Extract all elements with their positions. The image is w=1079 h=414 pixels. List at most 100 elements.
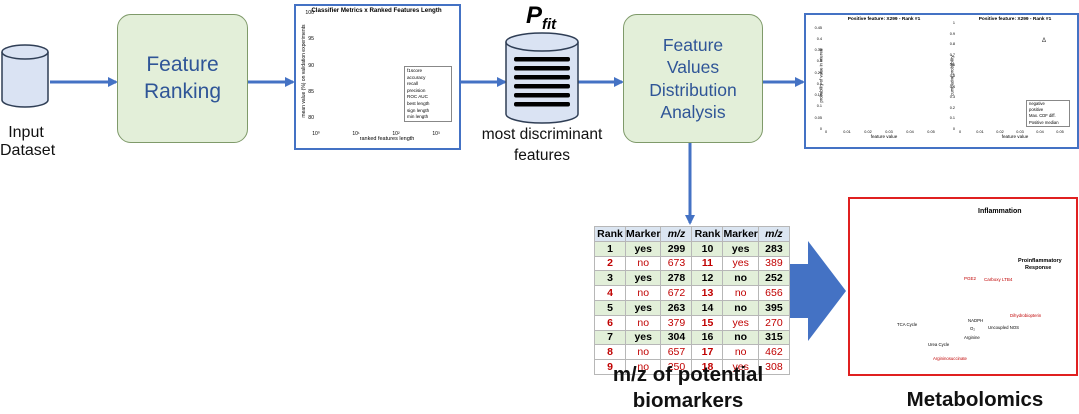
big-arrow-to-metabolomics — [786, 241, 846, 341]
input-dataset-label: Input Dataset — [0, 124, 56, 161]
cdf-chart-xlabel: feature value — [1001, 134, 1029, 139]
x-tick-label: 10⁰ — [312, 131, 320, 137]
cdf-y-tick-label: 0.1 — [949, 116, 955, 121]
table-cell: no — [722, 270, 759, 287]
cdf-annotation: Δ — [1042, 38, 1047, 44]
table-cell: 6 — [594, 314, 626, 331]
table-cell: 12 — [691, 270, 724, 287]
cdf-y-tick-label: 0 — [952, 127, 955, 131]
pfit-caption-line1: most discriminant — [481, 126, 603, 143]
label-arginine: Arginine — [964, 335, 980, 340]
cdf-chart-title: Positive feature: X299 - Rank #1 — [978, 17, 1052, 22]
table-cell: yes — [624, 329, 662, 346]
legend-f1score: f1score — [407, 68, 423, 73]
cdf-x-tick-label: 0.03 — [1016, 130, 1024, 134]
header-mz-1: m/z — [660, 226, 693, 242]
hist-y-tick-label: 0.05 — [814, 115, 822, 120]
hist-y-tick-label: 0.45 — [814, 25, 822, 30]
cdf-chart-legend: negative positive Max. CDF diff. Positiv… — [1026, 100, 1070, 127]
table-cell: 283 — [757, 240, 790, 257]
header-mz-2: m/z — [757, 226, 790, 242]
label-argininosuccinate: Argininosuccinate — [933, 356, 967, 361]
label-nos: Uncoupled NOS — [988, 325, 1020, 330]
legend-min-length: min length — [407, 114, 429, 120]
table-cell: 3 — [594, 270, 626, 287]
cdf-y-tick-label: 1 — [952, 21, 955, 25]
pfit-label: Pfit — [526, 2, 556, 33]
table-cell: yes — [624, 270, 662, 287]
table-cell: yes — [722, 240, 759, 257]
table-cell: 657 — [660, 344, 693, 361]
label-inflammation: Inflammation — [978, 208, 1022, 215]
hist-x-tick-label: 0.04 — [906, 130, 914, 134]
table-cell: 395 — [757, 299, 790, 316]
table-cell: 672 — [660, 285, 693, 301]
cdf-legend-median: Positive median — [1029, 119, 1059, 125]
hist-y-tick-label: 0.2 — [816, 81, 822, 86]
table-cell: 14 — [691, 299, 724, 316]
y-tick-label: 85 — [308, 89, 314, 96]
table-cell: no — [624, 285, 662, 301]
hist-y-tick-label: 0 — [819, 127, 822, 131]
x-tick-label: 10³ — [432, 131, 440, 137]
table-cell: 7 — [594, 329, 626, 346]
table-cell: no — [722, 344, 759, 361]
pfit-caption: most discriminant features — [478, 126, 606, 165]
fvda-line3: Distribution — [649, 79, 737, 100]
table-cell: 18 — [691, 359, 724, 375]
table-cell: no — [624, 359, 662, 375]
cdf-y-tick-label: 0.6 — [949, 63, 955, 68]
table-cell: 11 — [691, 255, 724, 272]
table-cell: 10 — [691, 240, 724, 257]
table-cell: no — [722, 329, 759, 346]
hist-y-tick-label: 0.35 — [814, 48, 822, 53]
label-nadph: NADPH — [968, 318, 984, 323]
legend-recall: recall — [407, 81, 418, 87]
hist-x-tick-label: 0.02 — [864, 130, 872, 134]
cdf-y-tick-label: 0.2 — [949, 105, 955, 110]
legend-roc-auc: ROC AUC — [407, 94, 428, 100]
label-o2: O₂ — [970, 326, 976, 331]
hist-y-tick-label: 0.3 — [816, 59, 822, 64]
hist-x-tick-label: 0.05 — [927, 130, 935, 134]
cdf-y-tick-label: 0.3 — [949, 95, 955, 100]
cdf-x-tick-label: 0 — [958, 130, 962, 134]
table-cell: yes — [624, 240, 662, 257]
x-tick-label: 10² — [392, 131, 400, 137]
cdf-x-tick-label: 0.04 — [1036, 130, 1044, 134]
legend-precision: precision — [407, 87, 426, 93]
y-tick-label: 90 — [308, 62, 314, 69]
table-cell: yes — [722, 314, 759, 331]
table-cell: 299 — [660, 240, 693, 257]
table-cell: yes — [722, 255, 759, 272]
y-tick-label: 80 — [308, 115, 314, 122]
table-cell: 16 — [691, 329, 724, 346]
hist-y-tick-label: 0.4 — [816, 36, 822, 41]
mz-caption: m/z of potential biomarkers — [566, 362, 810, 414]
header-marker-2: Marker — [722, 226, 759, 242]
table-cell: 673 — [660, 255, 693, 272]
fvda-line2: Values — [666, 57, 720, 78]
table-cell: 252 — [757, 270, 790, 287]
table-cell: no — [624, 255, 662, 272]
hist-x-tick-label: 0.03 — [885, 130, 893, 134]
hist-chart-xlabel: feature value — [870, 134, 898, 139]
cdf-x-tick-label: 0.05 — [1056, 130, 1064, 134]
x-tick-label: 10¹ — [352, 131, 360, 137]
input-label-line2: Dataset — [0, 142, 56, 160]
pfit-symbol: P — [526, 2, 543, 29]
table-cell: no — [624, 344, 662, 361]
table-cell: 5 — [594, 299, 626, 316]
table-cell: 304 — [660, 329, 693, 346]
cdf-y-tick-label: 0.8 — [949, 42, 955, 47]
fvda-line4: Analysis — [660, 101, 726, 122]
cdf-legend-negative: negative — [1029, 101, 1045, 106]
table-cell: 462 — [757, 344, 790, 361]
